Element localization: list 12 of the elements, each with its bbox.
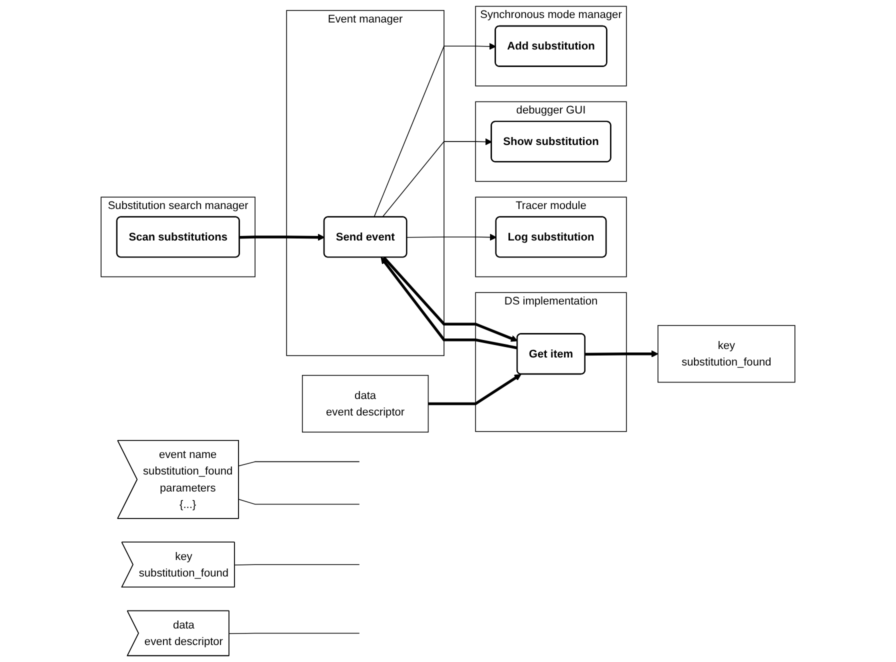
arrow (382, 138, 492, 218)
arrow (406, 234, 497, 241)
connector (228, 632, 360, 634)
connector (238, 461, 360, 466)
connector (234, 564, 360, 566)
arrow (374, 42, 496, 218)
arrow (240, 234, 325, 241)
arrow (428, 374, 522, 406)
connector (238, 498, 360, 505)
node-box: key substitution_found (658, 325, 796, 383)
arrow (585, 350, 658, 358)
node-box: data event descriptor (302, 374, 429, 433)
